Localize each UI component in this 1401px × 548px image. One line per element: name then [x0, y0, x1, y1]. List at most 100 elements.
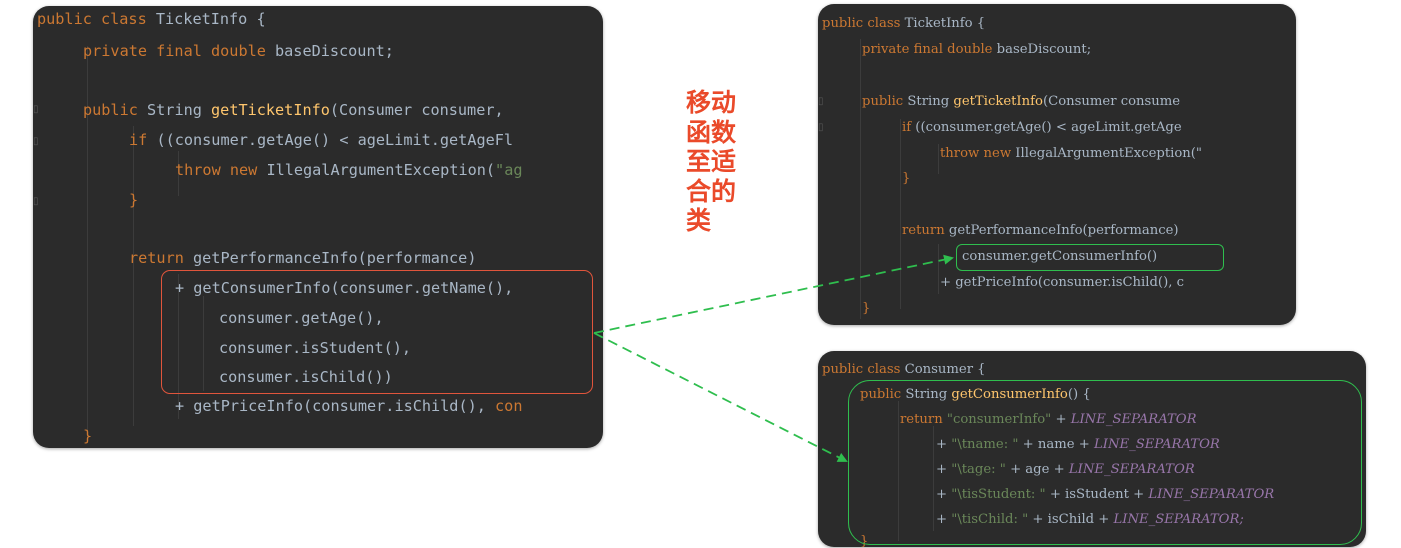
code-line: if ((consumer.getAge() < ageLimit.getAge	[902, 120, 1182, 135]
fold-marker-icon: ▯	[33, 136, 39, 147]
code-line: public class TicketInfo {	[822, 16, 985, 31]
code-text: + age +	[1005, 462, 1069, 477]
code-line: + "\tname: " + name + LINE_SEPARATOR	[936, 437, 1220, 452]
code-text: +	[936, 437, 952, 452]
function-name: getTicketInfo	[953, 94, 1043, 109]
slide-title: 移动 函数 至适 合的 类	[686, 88, 737, 235]
code-line: private final double baseDiscount;	[862, 42, 1091, 57]
code-line: return "consumerInfo" + LINE_SEPARATOR	[900, 412, 1197, 427]
code-text: + isStudent +	[1045, 487, 1149, 502]
code-text: ((consumer.getAge() < ageLimit.getAgeFl	[147, 131, 514, 149]
keyword: throw new	[175, 161, 258, 179]
indent-guide	[860, 39, 861, 319]
code-text: baseDiscount;	[992, 42, 1092, 57]
code-line: + getPriceInfo(consumer.isChild(), c	[940, 275, 1184, 290]
code-line: return getPerformanceInfo(performance)	[129, 249, 476, 267]
keyword: if	[129, 131, 148, 149]
string-literal: "ag	[495, 161, 523, 179]
code-text: + name +	[1018, 437, 1094, 452]
constant: LINE_SEPARATOR	[1093, 437, 1220, 452]
string-literal: "\tname: "	[951, 437, 1019, 452]
ticketinfo-refactored-panel: ▯ ▯ public class TicketInfo { private fi…	[818, 4, 1296, 325]
fold-marker-icon: ▯	[33, 196, 39, 207]
code-line: if ((consumer.getAge() < ageLimit.getAge…	[129, 131, 513, 149]
code-line: public String getTicketInfo(Consumer con…	[862, 94, 1180, 109]
keyword: public class	[37, 10, 147, 28]
keyword: public	[862, 94, 904, 109]
code-text: + getPriceInfo(consumer.isChild(),	[175, 397, 496, 415]
code-text: +	[1051, 412, 1071, 427]
left-code-panel: ▯ ▯ ▯ public class TicketInfo { private …	[33, 6, 603, 448]
arrow-to-ticketinfo	[593, 254, 954, 334]
keyword: public	[860, 387, 902, 402]
fold-marker-icon: ▯	[33, 104, 39, 115]
constant: LINE_SEPARATOR	[1070, 412, 1197, 427]
keyword: public	[83, 101, 138, 119]
code-text: String	[903, 94, 954, 109]
code-text: IllegalArgumentException(	[257, 161, 496, 179]
code-text: TicketInfo {	[900, 16, 986, 31]
code-text: (Consumer consumer,	[329, 101, 504, 119]
keyword: throw new	[940, 146, 1012, 161]
code-text: TicketInfo {	[146, 10, 266, 28]
keyword: public class	[822, 362, 901, 377]
indent-guide	[87, 46, 88, 441]
code-line: public String getTicketInfo(Consumer con…	[83, 101, 504, 119]
keyword: return	[900, 412, 943, 427]
code-text: Consumer {	[900, 362, 986, 377]
keyword: public class	[822, 16, 901, 31]
fold-marker-icon: ▯	[818, 122, 824, 133]
code-line: consumer.getAge(),	[219, 309, 384, 327]
consumer-info-call-highlight	[161, 270, 593, 394]
code-line: throw new IllegalArgumentException("ag	[175, 161, 522, 179]
keyword: private final double	[83, 42, 266, 60]
code-line: + getPriceInfo(consumer.isChild(), con	[175, 397, 522, 415]
fold-marker-icon: ▯	[818, 96, 824, 107]
keyword: return	[129, 249, 184, 267]
get-consumer-info-call-highlight	[956, 244, 1224, 271]
code-line: consumer.isStudent(),	[219, 339, 412, 357]
code-text: String	[137, 101, 212, 119]
string-literal: "\tisStudent: "	[951, 487, 1046, 502]
keyword: if	[902, 120, 912, 135]
code-text: getPerformanceInfo(performance)	[183, 249, 477, 267]
code-text: (Consumer consume	[1042, 94, 1181, 109]
string-literal: "consumerInfo"	[942, 412, 1052, 427]
consumer-class-panel: public class Consumer { public String ge…	[818, 351, 1366, 547]
string-literal: "\tisChild: "	[951, 512, 1029, 527]
indent-guide	[933, 426, 934, 531]
code-text: () {	[1067, 387, 1091, 402]
indent-guide	[900, 119, 901, 309]
code-line: }	[83, 427, 93, 445]
code-text: IllegalArgumentException("	[1011, 146, 1202, 161]
code-line: }	[129, 191, 139, 209]
code-line: + getConsumerInfo(consumer.getName(),	[175, 279, 514, 297]
function-name: getConsumerInfo	[951, 387, 1068, 402]
keyword: return	[902, 223, 945, 238]
function-name: getTicketInfo	[211, 101, 330, 119]
code-text: con	[495, 397, 523, 415]
get-consumer-info-method-highlight	[848, 380, 1362, 545]
code-text: baseDiscount;	[265, 42, 394, 60]
code-line: + "\tisStudent: " + isStudent + LINE_SEP…	[936, 487, 1274, 502]
arrow-to-consumer	[593, 332, 848, 462]
code-text: +	[936, 487, 952, 502]
indent-guide	[898, 401, 899, 541]
code-line: private final double baseDiscount;	[83, 42, 394, 60]
code-line: + "\tage: " + age + LINE_SEPARATOR	[936, 462, 1195, 477]
indent-guide	[203, 296, 204, 391]
code-line: throw new IllegalArgumentException("	[940, 146, 1202, 161]
keyword: private final double	[862, 42, 993, 57]
code-text: +	[936, 462, 952, 477]
indent-guide	[938, 244, 939, 294]
code-line: public class TicketInfo {	[37, 10, 266, 28]
code-line: public String getConsumerInfo() {	[860, 387, 1091, 402]
constant: LINE_SEPARATOR	[1148, 487, 1275, 502]
string-literal: "\tage: "	[951, 462, 1006, 477]
constant: LINE_SEPARATOR	[1068, 462, 1195, 477]
code-line: }	[902, 171, 911, 186]
indent-guide	[938, 144, 939, 174]
code-text: + isChild +	[1028, 512, 1114, 527]
indent-guide	[133, 126, 134, 426]
